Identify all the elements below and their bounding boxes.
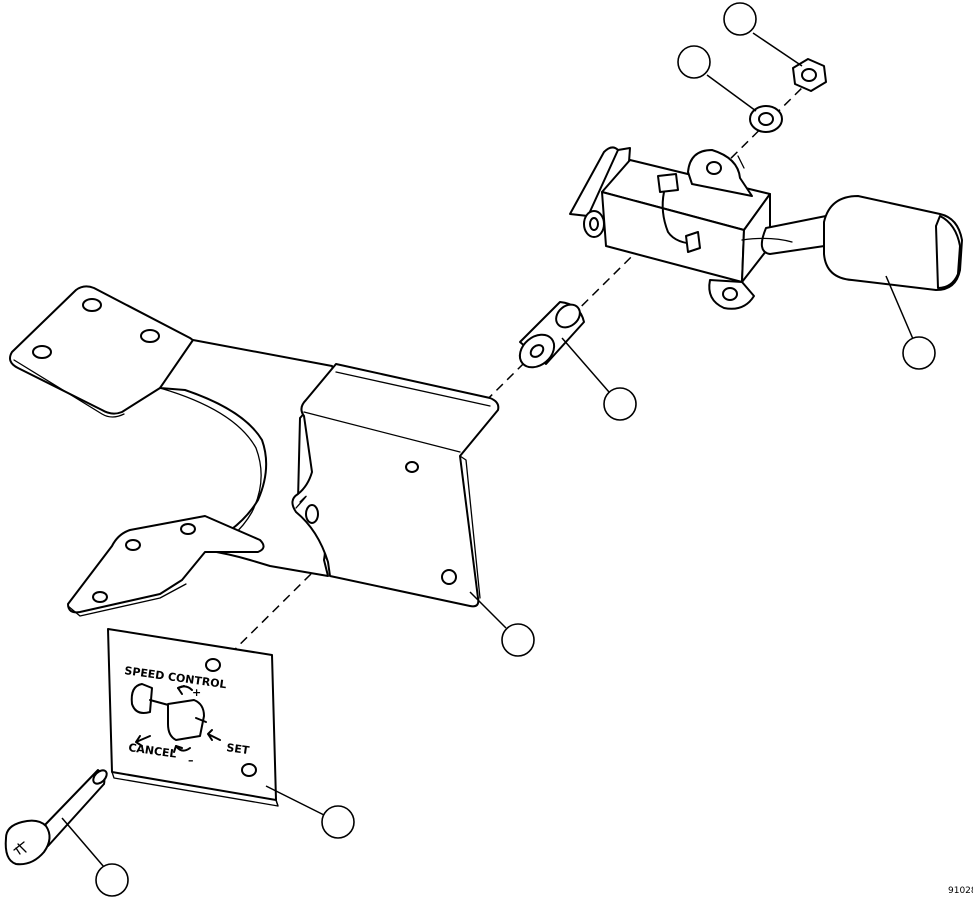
callout-bracket	[469, 591, 535, 657]
decal-lever-pictogram	[130, 683, 221, 753]
spacer-bushing	[518, 301, 585, 369]
callout-decal	[265, 785, 355, 839]
pan-head-screw	[4, 769, 108, 866]
decal-minus-text: –	[188, 754, 194, 767]
callout-spacer	[561, 337, 637, 421]
hex-nut	[792, 58, 827, 92]
mounting-bracket	[9, 285, 500, 617]
callout-screw	[61, 817, 129, 897]
callout-switch-knob	[885, 275, 936, 370]
callout-nut	[723, 2, 803, 67]
decal-set-text: SET	[226, 741, 251, 757]
figure-id-text: 91028	[948, 886, 973, 896]
speed-control-switch-assembly	[569, 146, 963, 310]
speed-control-decal: SPEED CONTROL SET CANCEL + –	[107, 628, 279, 807]
callout-washer	[677, 45, 757, 112]
flat-washer	[749, 105, 783, 133]
decal-plus-text: +	[192, 686, 201, 699]
